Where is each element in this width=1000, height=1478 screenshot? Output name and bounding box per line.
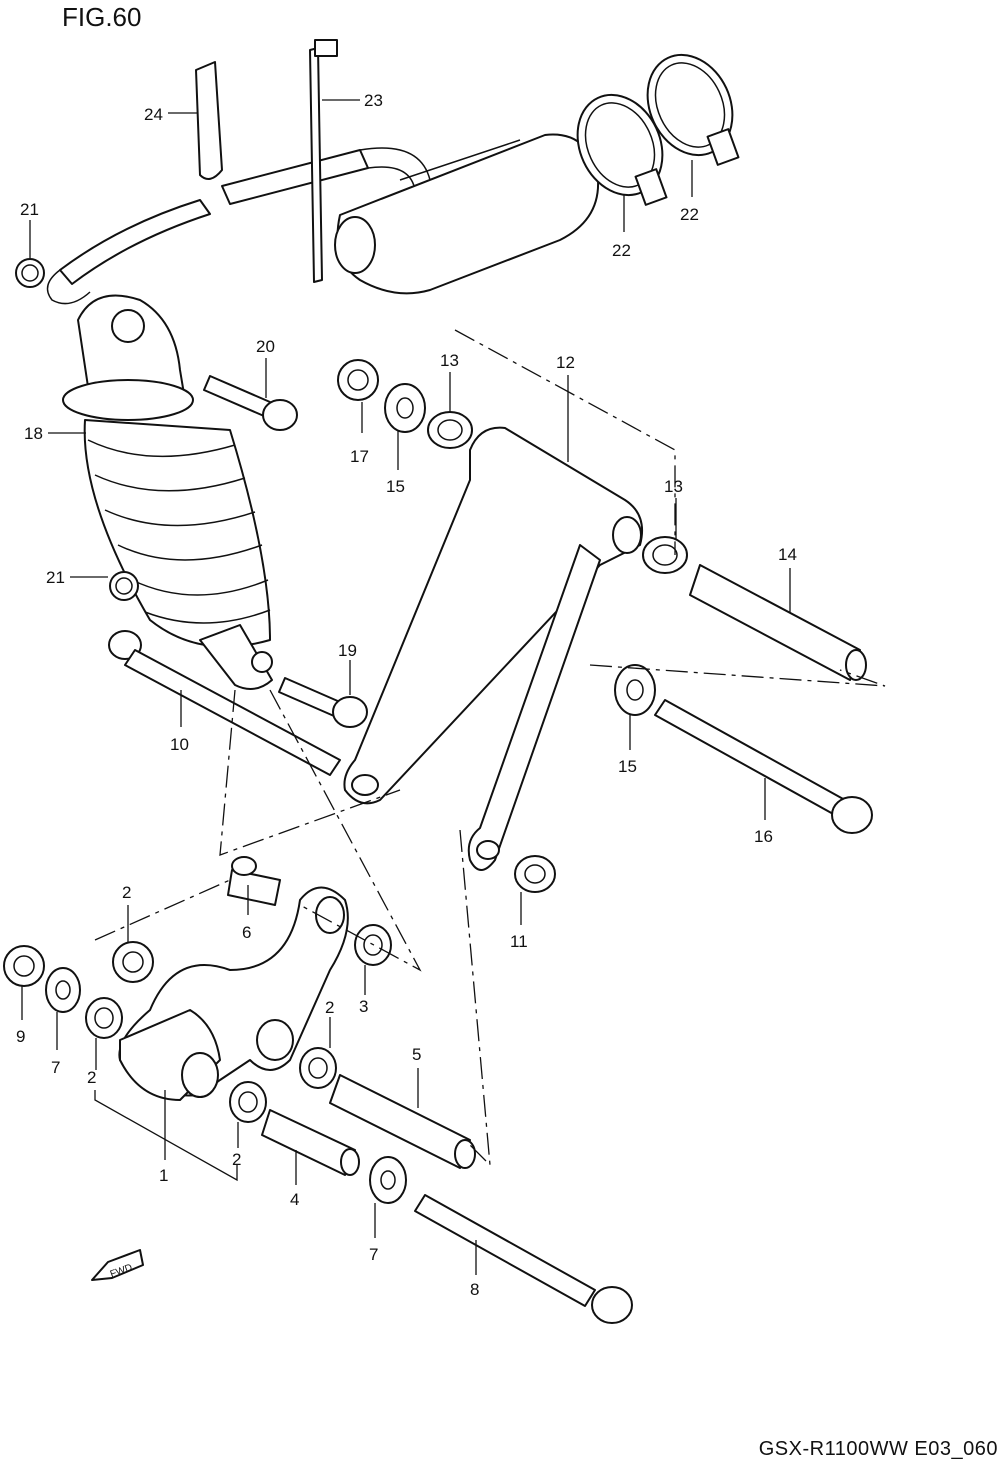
cable-tie-23 [309, 39, 338, 283]
nut-17 [337, 359, 379, 401]
callout-21: 21 [46, 568, 65, 587]
callout-15: 15 [618, 757, 637, 776]
callout-13: 13 [440, 351, 459, 370]
nut-11 [514, 855, 556, 893]
callout-2: 2 [232, 1150, 241, 1169]
callout-4: 4 [290, 1190, 299, 1209]
callout-15: 15 [386, 477, 405, 496]
bearing-13-right [642, 536, 688, 574]
callout-9: 9 [16, 1027, 25, 1046]
callout-2: 2 [87, 1068, 96, 1087]
cushion-lever-1 [118, 886, 349, 1101]
callout-18: 18 [24, 424, 43, 443]
bolt-16 [654, 699, 873, 834]
callout-2: 2 [325, 998, 334, 1017]
bearing-2-b [85, 997, 123, 1039]
callout-12: 12 [556, 353, 575, 372]
bolt-20 [203, 375, 298, 431]
bolt-8 [414, 1194, 633, 1324]
callout-1: 1 [159, 1166, 168, 1185]
callout-22: 22 [680, 205, 699, 224]
callout-labels: 21 24 23 22 22 20 18 21 13 12 13 14 17 1… [16, 91, 797, 1299]
callout-23: 23 [364, 91, 383, 110]
bearing-2-d [299, 1047, 337, 1089]
bearing-2-a [112, 941, 154, 983]
callout-7: 7 [51, 1058, 60, 1077]
nut-9 [3, 945, 45, 987]
bearing-13-left [427, 411, 473, 449]
callout-13: 13 [664, 477, 683, 496]
spacer-4 [261, 1109, 360, 1176]
figure-title: FIG.60 [62, 2, 142, 32]
callout-11: 11 [510, 932, 528, 951]
callout-7: 7 [369, 1245, 378, 1264]
callout-24: 24 [144, 105, 163, 124]
callout-19: 19 [338, 641, 357, 660]
callout-3: 3 [359, 997, 368, 1016]
bearing-2-c [229, 1081, 267, 1123]
callout-17: 17 [350, 447, 369, 466]
callout-20: 20 [256, 337, 275, 356]
bolt-19 [278, 677, 368, 728]
hose-clamp-22b [646, 53, 740, 166]
washer-7-bottom [369, 1156, 407, 1204]
callout-5: 5 [412, 1045, 421, 1064]
nut-21-top [15, 258, 45, 288]
callout-6: 6 [242, 923, 251, 942]
callout-2: 2 [122, 883, 131, 902]
spacer-14 [689, 564, 867, 681]
cushion-rod-12 [343, 426, 644, 871]
washer-7-left [45, 967, 81, 1013]
callout-22: 22 [612, 241, 631, 260]
callout-10: 10 [170, 735, 189, 754]
washer-15-right [614, 664, 656, 716]
callout-8: 8 [470, 1280, 479, 1299]
leader-lines [21, 99, 791, 1275]
spacer-6 [227, 856, 281, 906]
callout-21: 21 [20, 200, 39, 219]
nut-21-mid [109, 571, 139, 601]
bolt-10 [108, 630, 341, 776]
reservoir-canister [334, 133, 600, 295]
clip-24 [195, 61, 223, 180]
fwd-arrow-icon: FWD [91, 1249, 144, 1281]
assembly-lines [94, 329, 886, 1167]
diagram-code: GSX-R1100WW E03_060 [758, 1438, 998, 1460]
callout-14: 14 [778, 545, 797, 564]
washer-15-top [384, 383, 426, 433]
rear-shock-absorber [62, 294, 273, 690]
hose-clamp-22a [576, 93, 668, 206]
spacer-5 [329, 1074, 476, 1169]
callout-16: 16 [754, 827, 773, 846]
